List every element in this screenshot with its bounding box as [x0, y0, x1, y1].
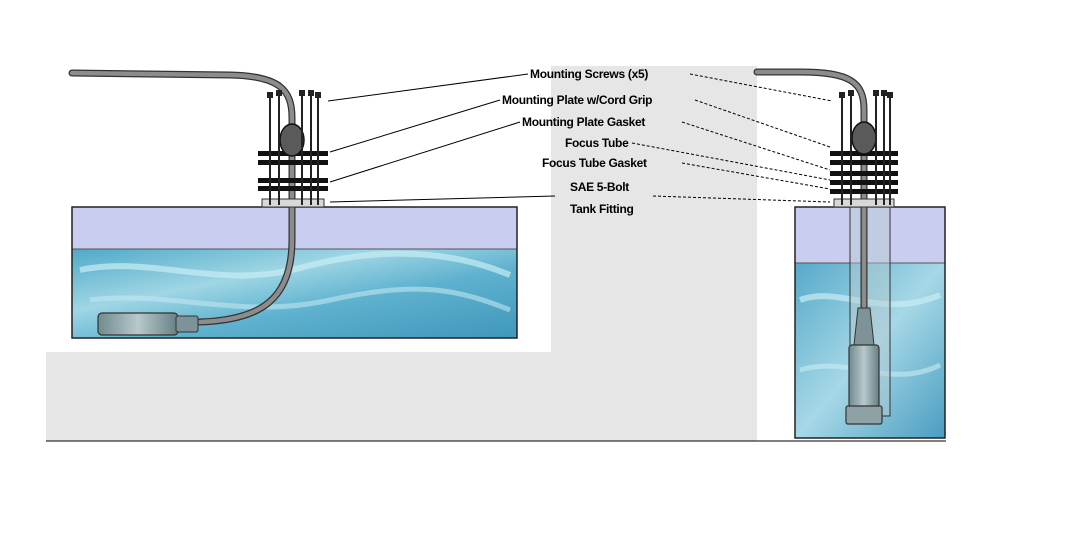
level-sensor [848, 344, 880, 408]
mounting-hardware-left [258, 90, 328, 208]
background-panels [46, 66, 946, 442]
tank-fitting [833, 198, 895, 208]
water-ripple [89, 286, 511, 313]
mounting-plate-gasket [258, 160, 328, 165]
leader-lines [327, 73, 833, 203]
horizontal-tank [68, 69, 518, 339]
leader-fitting-left [329, 195, 556, 203]
sensor-cable-core [69, 70, 295, 325]
focus-tube-gasket [830, 189, 898, 194]
screw-heads [267, 90, 321, 98]
label-mounting-plate: Mounting Plate w/Cord Grip [502, 93, 652, 107]
cord-grip [279, 123, 305, 157]
label-focus-tube-gasket: Focus Tube Gasket [542, 156, 647, 170]
label-mounting-screws: Mounting Screws (x5) [530, 67, 648, 81]
callout-labels: Mounting Screws (x5) Mounting Plate w/Co… [502, 67, 653, 216]
sensor-nose-cap [845, 405, 883, 425]
level-sensor [97, 312, 179, 336]
label-mounting-plate-gasket: Mounting Plate Gasket [522, 115, 645, 129]
focus-tube-gasket [258, 186, 328, 191]
cord-grip [851, 121, 877, 155]
sensor-strain-relief [175, 315, 199, 333]
tank-air-space [795, 207, 945, 263]
vertical-tank [753, 68, 946, 439]
water-ripple [79, 250, 512, 279]
leader-screws-left [327, 73, 529, 102]
sensor-cable-core [754, 69, 867, 313]
focus-tube [830, 180, 898, 185]
leader-plate-gasket-right [681, 121, 831, 171]
mounting-screws [841, 94, 891, 205]
leader-screws-right [689, 73, 833, 102]
leader-plate-left [329, 99, 501, 153]
left-panel-background [46, 352, 551, 441]
tank-fitting [261, 198, 325, 208]
mounting-hardware-right [830, 90, 898, 208]
leader-focus-gasket-right [681, 162, 831, 190]
mounting-plate-gasket [830, 171, 898, 176]
sensor-strain-relief [853, 307, 875, 346]
label-sae-5-bolt: SAE 5-Bolt [570, 180, 629, 194]
focus-tube [258, 178, 328, 183]
mounting-plate [830, 160, 898, 165]
leader-plate-gasket-left [329, 121, 521, 183]
leader-plate-right [694, 99, 831, 148]
middle-panel-background [551, 66, 757, 441]
screw-heads [839, 90, 893, 98]
leader-focus-tube-right [631, 142, 831, 181]
label-focus-tube: Focus Tube [565, 136, 629, 150]
leader-fitting-right [652, 195, 831, 203]
mounting-screws [269, 94, 319, 205]
label-tank-fitting: Tank Fitting [570, 202, 634, 216]
